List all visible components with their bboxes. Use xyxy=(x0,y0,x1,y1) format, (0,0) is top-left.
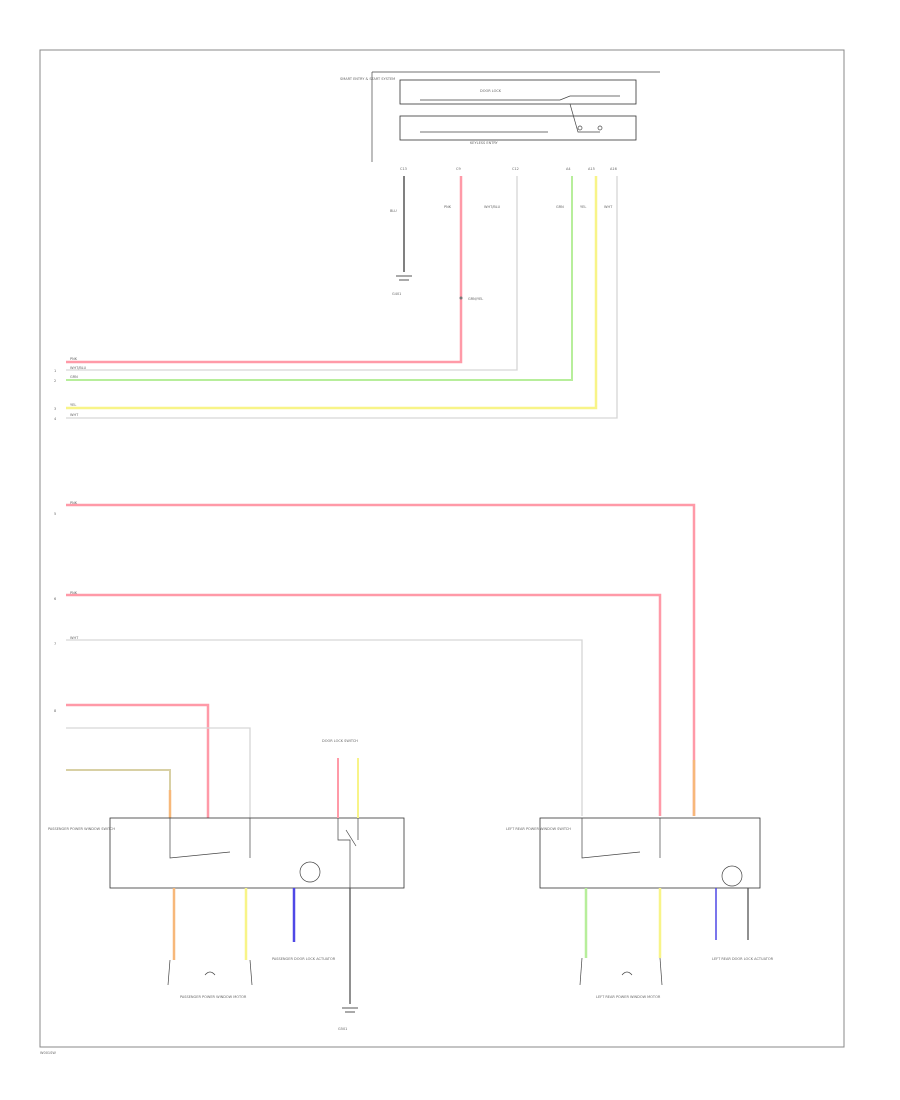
module-sub-label: KEYLESS ENTRY xyxy=(470,141,499,145)
bus-num-2: 2 xyxy=(54,379,56,383)
bus-label-1: PNK xyxy=(70,357,78,361)
passenger-switch-label: PASSENGER POWER WINDOW SWITCH xyxy=(48,827,115,831)
top-pin-1: C13 xyxy=(400,167,407,171)
splice-label: GRN/YEL xyxy=(468,297,483,301)
wire-pink-long-1 xyxy=(66,503,696,816)
bus-label-5: WHT xyxy=(70,413,79,417)
bus-num-1: 1 xyxy=(54,369,56,373)
top-pin-6: A16 xyxy=(610,167,617,171)
top-pins: C13 C9 C12 A4 A15 A16 xyxy=(400,167,617,171)
bus-num-5: 5 xyxy=(54,512,56,516)
passenger-window-switch xyxy=(109,817,405,889)
left-feed-wires xyxy=(66,703,251,818)
left-rear-motor-wires xyxy=(579,888,749,986)
top-ground-branch: BLU G401 xyxy=(390,176,412,296)
bus-label-7: PNK xyxy=(70,591,78,595)
door-lock-switch-feed: DOOR LOCK SWITCH xyxy=(322,739,359,818)
door-lock-switch-label: DOOR LOCK SWITCH xyxy=(322,739,358,743)
passenger-motor-label: PASSENGER POWER WINDOW MOTOR xyxy=(180,995,247,999)
bus-num-8: 8 xyxy=(54,709,56,713)
left-rear-lock-label: LEFT REAR DOOR LOCK ACTUATOR xyxy=(712,957,774,961)
bus-label-4: YEL xyxy=(70,403,76,407)
drop-label-white: WHT xyxy=(604,205,613,209)
bus-num-7: 7 xyxy=(54,642,56,646)
drop-label-white-blue: WHT/BLU xyxy=(484,205,501,209)
passenger-motor-wires xyxy=(167,888,358,1013)
bottom-ground-label: G501 xyxy=(338,1027,347,1031)
wire-khaki-left xyxy=(66,769,171,818)
bus-num-6: 6 xyxy=(54,597,56,601)
left-rear-motor-label: LEFT REAR POWER WINDOW MOTOR xyxy=(596,995,661,999)
wire-white-blue xyxy=(66,176,518,371)
diagram-border xyxy=(39,49,845,1048)
bus-label-3: GRN xyxy=(70,375,78,379)
footer-code: W001SW xyxy=(40,1051,56,1055)
wire-green xyxy=(66,176,573,381)
drop-label-pink: PNK xyxy=(444,205,452,209)
wire-pink-left xyxy=(66,703,210,818)
bus-num-3: 3 xyxy=(54,407,56,411)
bus-label-6: PNK xyxy=(70,501,78,505)
bus-label-2: WHT/BLU xyxy=(70,366,87,370)
bus-num-4: 4 xyxy=(54,417,57,421)
wire-yellow xyxy=(66,176,598,410)
top-ground-label: G401 xyxy=(392,292,401,296)
top-pin-4: A4 xyxy=(566,167,571,171)
left-rear-window-switch xyxy=(539,817,761,889)
bus-labels: PNK WHT/BLU GRN YEL WHT 1 2 3 4 xyxy=(54,357,87,421)
passenger-switch-internals xyxy=(169,818,359,888)
wire-pink-1 xyxy=(66,176,463,364)
top-pin-2: C9 xyxy=(456,167,461,171)
passenger-lock-label: PASSENGER DOOR LOCK ACTUATOR xyxy=(272,957,336,961)
top-pin-3: C12 xyxy=(512,167,519,171)
left-rear-switch-label: LEFT REAR POWER WINDOW SWITCH xyxy=(506,827,571,831)
module-inner-label: DOOR LOCK xyxy=(480,89,502,93)
bus-label-8: WHT xyxy=(70,636,79,640)
module-label-1: SMART ENTRY & START SYSTEM xyxy=(340,77,395,81)
top-ground-wire-label: BLU xyxy=(390,209,397,213)
wire-white xyxy=(66,176,618,419)
drop-label-green: GRN xyxy=(556,205,564,209)
wire-white-long xyxy=(66,639,583,816)
right-feed-wires: PNK PNK WHT 5 6 7 8 xyxy=(54,501,696,816)
drop-label-yellow: YEL xyxy=(580,205,586,209)
module-drop-wires: PNK WHT/BLU GRN YEL WHT GRN/YEL xyxy=(66,176,618,419)
wire-pink-long-2 xyxy=(66,593,662,816)
top-pin-5: A15 xyxy=(588,167,595,171)
left-rear-switch-internals xyxy=(581,818,743,887)
top-control-module: SMART ENTRY & START SYSTEM DOOR LOCK KEY… xyxy=(340,71,660,162)
wire-white-left xyxy=(66,727,251,818)
